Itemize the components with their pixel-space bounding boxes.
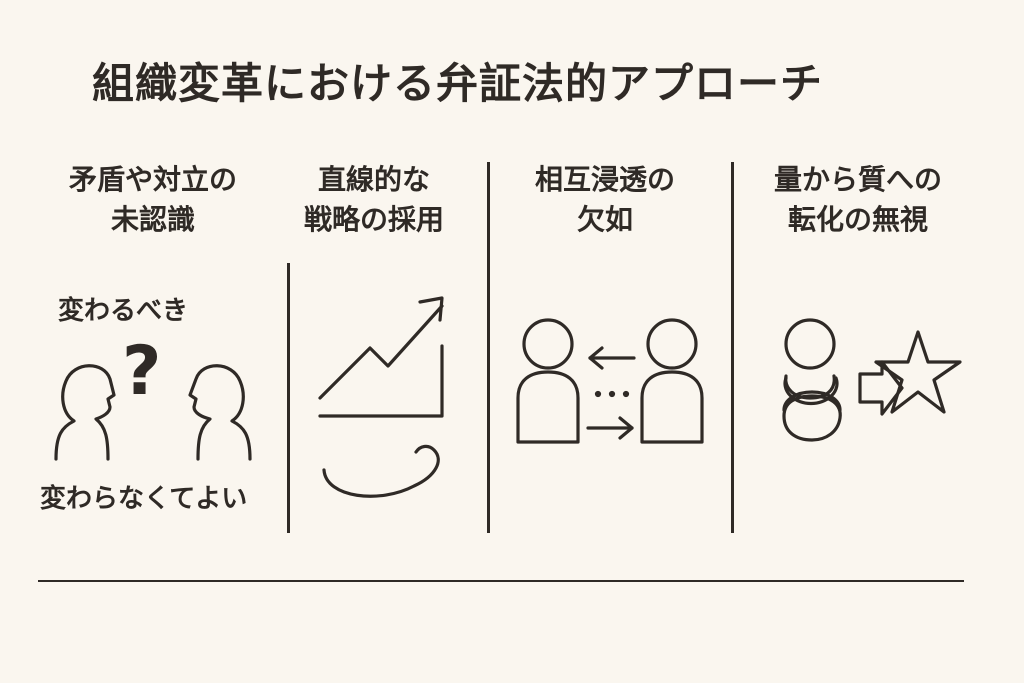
column-divider-2: [487, 162, 490, 533]
column-heading-3-line1: 相互浸透の: [534, 163, 675, 196]
stack-to-star-icon: [782, 318, 962, 442]
column-heading-2: 直線的な 戦略の採用: [288, 160, 460, 240]
bottom-rule: [38, 580, 964, 582]
column-heading-3-line2: 欠如: [576, 203, 633, 236]
person-left-icon: [54, 364, 116, 461]
two-people-exchange-icon: [516, 318, 704, 444]
need-not-change-label: 変わらなくてよい: [40, 484, 248, 514]
column-heading-2-line2: 戦略の採用: [303, 203, 444, 236]
column-heading-3: 相互浸透の 欠如: [500, 160, 710, 240]
column-heading-2-line1: 直線的な: [317, 163, 430, 196]
rising-arrow-icon: [318, 296, 444, 498]
column-divider-3: [731, 162, 734, 533]
question-mark-icon: ?: [122, 332, 162, 411]
column-heading-1-line1: 矛盾や対立の: [68, 163, 237, 196]
column-heading-1-line2: 未認識: [110, 203, 195, 236]
column-heading-4: 量から質への 転化の無視: [748, 160, 968, 240]
should-change-label: 変わるべき: [58, 296, 189, 326]
page-title: 組織変革における弁証法的アプローチ: [92, 59, 824, 108]
person-right-icon: [188, 364, 252, 461]
column-heading-1: 矛盾や対立の 未認識: [40, 160, 266, 240]
column-heading-4-line1: 量から質への: [773, 163, 942, 196]
column-divider-1: [287, 263, 290, 533]
column-heading-4-line2: 転化の無視: [787, 203, 928, 236]
